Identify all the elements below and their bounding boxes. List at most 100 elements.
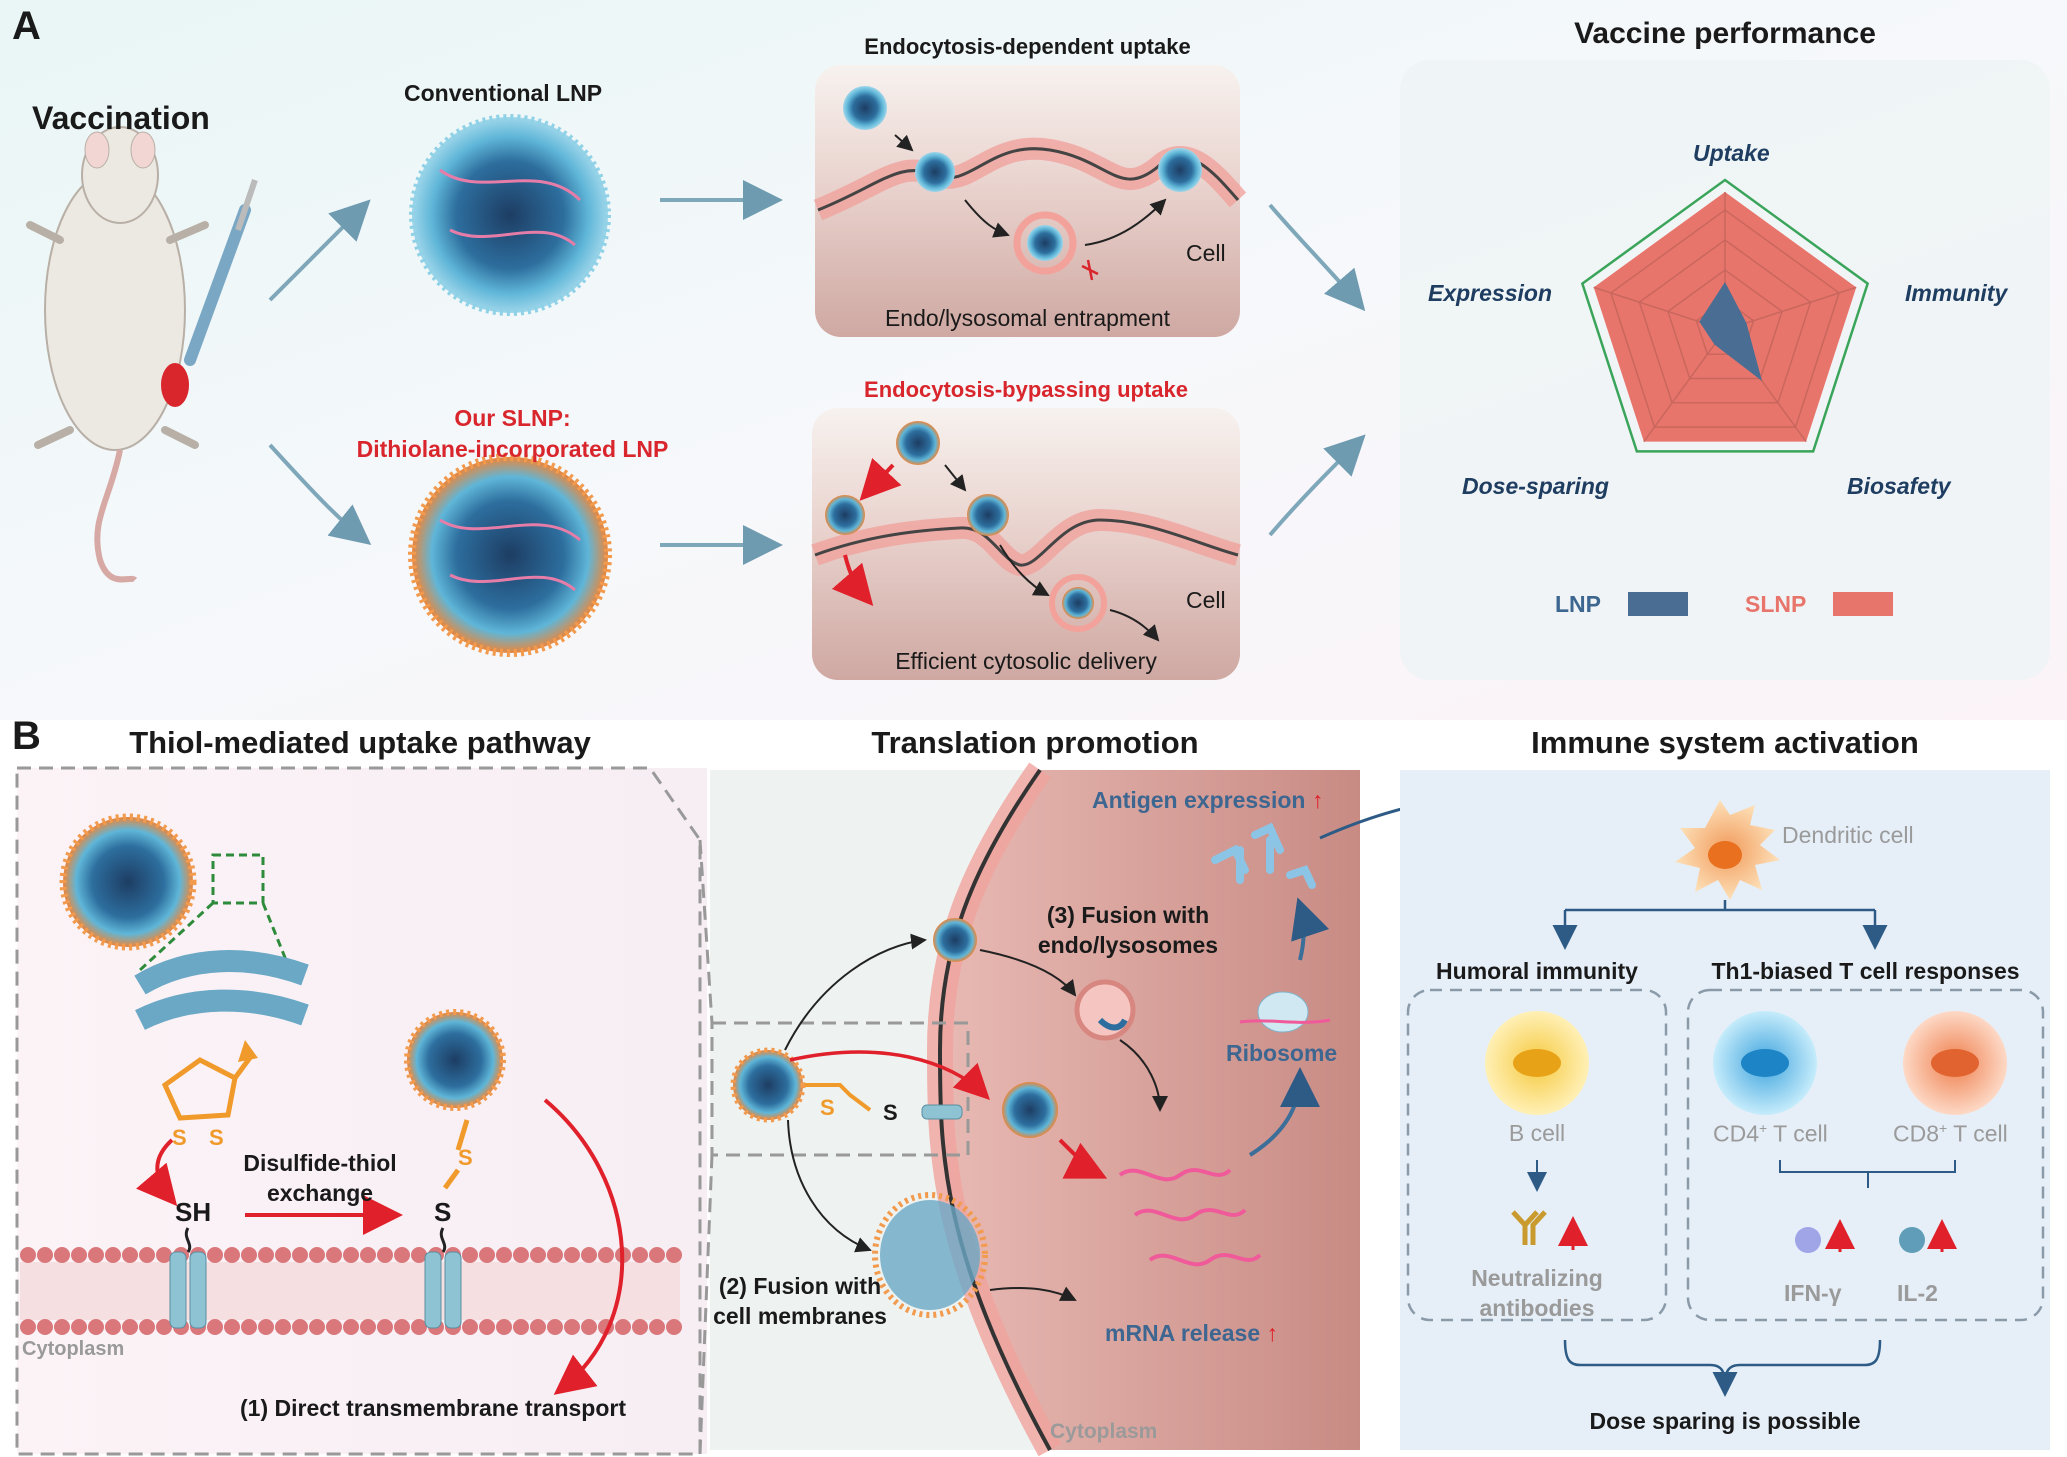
antigen-proteins <box>1211 822 1316 889</box>
lipid-head <box>394 1247 410 1263</box>
ribosome-shape <box>1239 991 1331 1033</box>
lipid-head <box>71 1247 87 1263</box>
antigen-expression-label: Antigen expression ↑ <box>1092 787 1324 813</box>
legend-label-lnp: LNP <box>1555 591 1601 617</box>
thiol-title: Thiol-mediated uptake pathway <box>129 725 591 760</box>
b-cell-shape <box>1485 1011 1589 1115</box>
lipid-head <box>71 1319 87 1335</box>
lipid-head <box>207 1247 223 1263</box>
lipid-head <box>54 1319 70 1335</box>
lipid-head <box>411 1247 427 1263</box>
lipid-head <box>530 1247 546 1263</box>
endo-dependent-box <box>813 65 1247 337</box>
slnp-internalized <box>1002 1082 1058 1138</box>
cd8-label: CD8+ T cell <box>1893 1120 2008 1147</box>
slnp-fusing-endo <box>933 918 977 962</box>
lipid-head <box>258 1247 274 1263</box>
lipid-head <box>20 1247 36 1263</box>
arrow-to-ribosome <box>1248 1067 1320 1157</box>
radar-grid-ring-4 <box>1609 209 1841 428</box>
panel-b-letter: B <box>12 714 41 758</box>
exchange-label-line2: exchange <box>266 1180 374 1206</box>
radar-axis-uptake: Uptake <box>1693 140 1770 166</box>
lipid-head <box>581 1319 597 1335</box>
dose-sparing-label: Dose sparing is possible <box>1589 1408 1861 1434</box>
humoral-box <box>1406 988 1668 1322</box>
lipid-head <box>292 1319 308 1335</box>
humoral-label: Humoral immunity <box>1436 958 1638 984</box>
legend-label-slnp: SLNP <box>1745 591 1807 617</box>
mid-s-label: S <box>820 1095 835 1120</box>
neutralizing-line2: antibodies <box>1479 1295 1595 1321</box>
lipid-head <box>20 1319 36 1335</box>
radar-grid-ring-1 <box>1695 299 1755 356</box>
translation-title: Translation promotion <box>871 725 1199 760</box>
lipid-head <box>632 1319 648 1335</box>
lipid-head <box>411 1319 427 1335</box>
exchange-label-line1: Disulfide-thiol <box>243 1150 397 1176</box>
lipid-head <box>462 1319 478 1335</box>
lipid-head <box>360 1319 376 1335</box>
arrow-mouse-to-lnp <box>268 199 371 302</box>
lipid-head <box>530 1319 546 1335</box>
lipid-head <box>360 1247 376 1263</box>
lipid-head <box>666 1247 682 1263</box>
lipid-head <box>37 1319 53 1335</box>
radar-chart <box>1580 178 1870 453</box>
lipid-head <box>105 1319 121 1335</box>
dendritic-cell-shape <box>1675 800 1780 900</box>
cytoplasm-left-label: Cytoplasm <box>22 1338 125 1360</box>
lipid-head <box>547 1319 563 1335</box>
lipid-head <box>326 1247 342 1263</box>
arrow-bypass-to-performance <box>1268 434 1366 537</box>
lipid-head <box>598 1247 614 1263</box>
endo-entrapment-label: Endo/lysosomal entrapment <box>884 305 1171 331</box>
fusion-endo-line1: (3) Fusion with <box>1046 902 1210 928</box>
lipid-head <box>377 1247 393 1263</box>
lipid-head <box>649 1247 665 1263</box>
lipid-head <box>649 1319 665 1335</box>
lipid-head <box>37 1247 53 1263</box>
lipid-head <box>207 1319 223 1335</box>
dithiolane-ring <box>161 1040 258 1121</box>
lipid-head <box>581 1247 597 1263</box>
arrow-to-antigen <box>1291 897 1330 961</box>
cytoplasm-mid-label: Cytoplasm <box>1050 1420 1158 1443</box>
vaccination-label: Vaccination <box>32 100 210 136</box>
lipid-head <box>241 1319 257 1335</box>
radar-lnp-area <box>1699 282 1763 381</box>
dc-split-lines <box>1563 900 1877 945</box>
cd4-label: CD4+ T cell <box>1713 1120 1828 1147</box>
lipid-head <box>343 1319 359 1335</box>
mouse-illustration <box>26 126 258 583</box>
cell-label-top: Cell <box>1186 240 1226 266</box>
lipid-head <box>54 1247 70 1263</box>
panel-a-letter: A <box>12 4 41 48</box>
il2-cytokine <box>1899 1219 1957 1253</box>
lipid-head <box>156 1247 172 1263</box>
receptor-1 <box>169 1251 207 1329</box>
cell-label-bottom: Cell <box>1186 587 1226 613</box>
lipid-head <box>462 1247 478 1263</box>
radar-grid-ring-2 <box>1667 269 1783 380</box>
lipid-head <box>275 1247 291 1263</box>
lipid-head <box>513 1319 529 1335</box>
cd8-cell-shape <box>1903 1011 2007 1115</box>
lipid-head <box>632 1247 648 1263</box>
lipid-head <box>564 1319 580 1335</box>
endo-dependent-title: Endocytosis-dependent uptake <box>864 34 1191 59</box>
cell-membrane-line <box>937 768 1052 1451</box>
legend-swatch-slnp <box>1833 592 1893 616</box>
lipid-head <box>615 1319 631 1335</box>
conventional-lnp-label: Conventional LNP <box>404 80 603 106</box>
arrow-mouse-to-slnp <box>268 443 372 545</box>
cd4-cell-shape <box>1713 1011 1817 1115</box>
immune-title: Immune system activation <box>1531 725 1919 760</box>
radar-axis-biosafety: Biosafety <box>1847 473 1951 499</box>
lipid-head <box>292 1247 308 1263</box>
direct-transport-label: (1) Direct transmembrane transport <box>240 1395 626 1421</box>
fusion-endo-line2: endo/lysosomes <box>1037 932 1219 958</box>
slnp-top-left <box>59 813 309 1030</box>
lipid-head <box>88 1319 104 1335</box>
lipid-head <box>564 1247 580 1263</box>
